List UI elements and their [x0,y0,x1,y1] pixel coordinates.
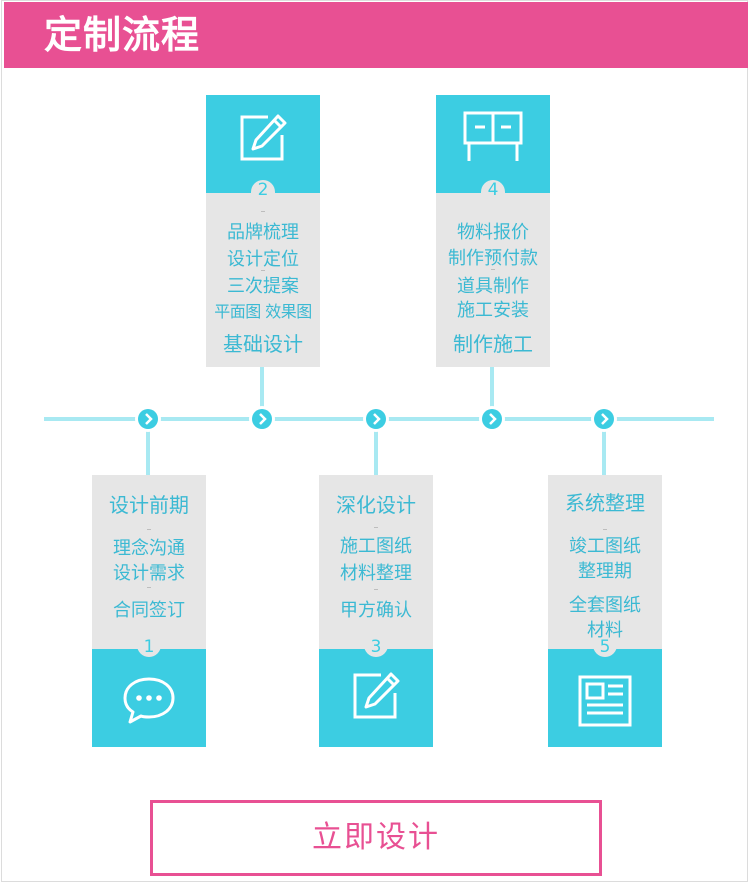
timeline-dot-3 [366,409,386,429]
document-icon [578,675,632,727]
step-number: 2 [251,180,275,200]
divider [603,529,607,530]
step-line: 制作预付款 [448,248,538,269]
step-line: 合同签订 [113,600,185,621]
step-icon-area [206,95,320,193]
step-line: 道具制作 [457,276,529,297]
step-line: 整理期 [578,561,632,582]
chevron-right-icon [601,413,609,425]
edit-note-icon [240,114,287,161]
connector-step4 [490,366,494,418]
connector-step1 [146,420,150,476]
step-text-area [92,475,206,649]
divider [147,529,151,530]
timeline-dot-1 [138,409,158,429]
step-line: 竣工图纸 [569,536,641,557]
cabinet-icon [463,111,523,161]
step-line: 材料 [587,620,623,641]
step-number: 4 [481,180,505,200]
divider [261,270,265,271]
divider [374,527,378,528]
step-title: 设计前期 [109,493,189,517]
chat-bubble-icon [123,677,175,724]
step-icon-area [548,649,662,747]
step-icon-area [92,649,206,747]
step-line: 物料报价 [457,222,529,243]
step-card-5: 5 系统整理 竣工图纸 整理期 全套图纸 材料 [548,475,662,747]
connector-step2 [260,366,264,418]
header-bar: 定制流程 [4,2,748,68]
step-icon-area [436,95,550,193]
step-title: 深化设计 [336,493,416,517]
timeline-dot-2 [252,409,272,429]
step-icon-area [319,649,433,747]
step-line: 全套图纸 [569,595,641,616]
step-text-area [319,475,433,649]
page-title: 定制流程 [44,13,201,57]
timeline-dot-4 [482,409,502,429]
step-title: 制作施工 [453,332,533,356]
chevron-right-icon [373,413,381,425]
step-title: 基础设计 [223,332,303,356]
step-text-area [206,193,320,367]
chevron-right-icon [145,413,153,425]
step-line: 设计定位 [227,249,299,270]
step-line: 施工安装 [457,300,529,321]
step-line: 平面图 效果图 [214,302,312,321]
step-line: 施工图纸 [340,536,412,557]
step-line: 甲方确认 [340,600,412,621]
chevron-right-icon [489,413,497,425]
divider [147,587,151,588]
step-line: 设计需求 [113,563,185,584]
step-number: 1 [137,639,161,657]
step-card-4: 4 物料报价 制作预付款 道具制作 施工安装 制作施工 [436,95,550,367]
step-title: 系统整理 [565,491,645,515]
connector-step5 [602,420,606,476]
step-card-2: 2 品牌梳理 设计定位 三次提案 平面图 效果图 基础设计 [206,95,320,367]
step-text-area [548,475,662,649]
step-card-3: 3 深化设计 施工图纸 材料整理 甲方确认 [319,475,433,747]
step-line: 品牌梳理 [227,222,299,243]
connector-step3 [374,420,378,476]
timeline-dot-5 [594,409,614,429]
divider [374,589,378,590]
divider [491,269,495,270]
start-design-button[interactable]: 立即设计 [150,800,602,876]
edit-note-icon [353,672,400,719]
step-number: 5 [593,639,617,657]
step-line: 三次提案 [227,276,299,297]
step-card-1: 1 设计前期 理念沟通 设计需求 合同签订 [92,475,206,747]
step-line: 理念沟通 [113,538,185,559]
chevron-right-icon [259,413,267,425]
step-text-area [436,193,550,367]
divider [261,211,265,212]
step-number: 3 [364,639,388,657]
step-line: 材料整理 [340,563,412,584]
